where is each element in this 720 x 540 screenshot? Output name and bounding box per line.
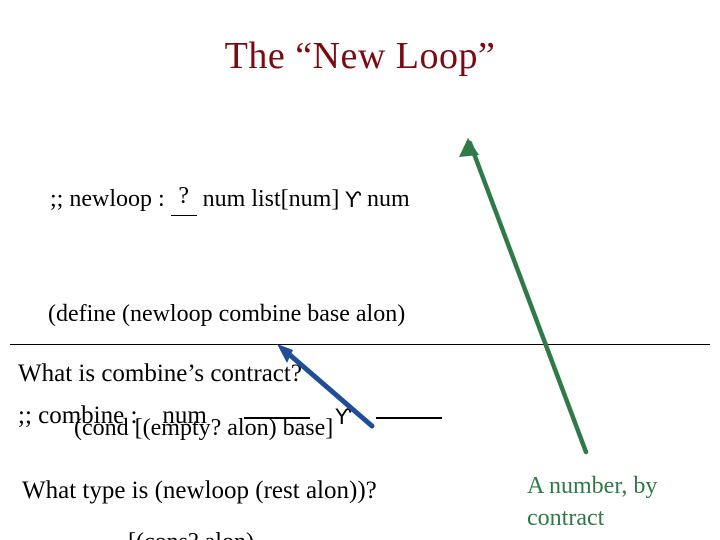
signature-blank: ? xyxy=(170,177,197,216)
combine-first-arg: num xyxy=(162,402,207,429)
signature-args: num list[num] xyxy=(202,186,340,212)
signature-prefix: ;; newloop : xyxy=(50,186,165,212)
signature-result: num xyxy=(366,186,410,212)
arrow-icon: Ƴ xyxy=(335,405,351,429)
answer-text: A number, by contract xyxy=(527,473,658,531)
combine-contract-template: ;; combine : num Ƴ xyxy=(18,400,442,432)
code-line-signature: ;; newloop : ? num list[num] Ƴ num xyxy=(28,180,548,219)
code-block: ;; newloop : ? num list[num] Ƴ num (defi… xyxy=(28,104,548,540)
combine-blank-2 xyxy=(376,417,442,419)
type-question: What type is (newloop (rest alon))? xyxy=(22,477,377,504)
arrow-icon: Ƴ xyxy=(345,188,361,212)
contract-question: What is combine’s contract? xyxy=(18,360,302,387)
code-line-define: (define (newloop combine base alon) xyxy=(48,301,406,327)
combine-blank-1 xyxy=(244,417,311,419)
page-title: The “New Loop” xyxy=(224,35,496,77)
code-line-cons: [(cons? alon) xyxy=(28,523,548,540)
horizontal-divider xyxy=(10,344,710,345)
combine-contract-prefix: ;; combine : xyxy=(18,402,138,429)
